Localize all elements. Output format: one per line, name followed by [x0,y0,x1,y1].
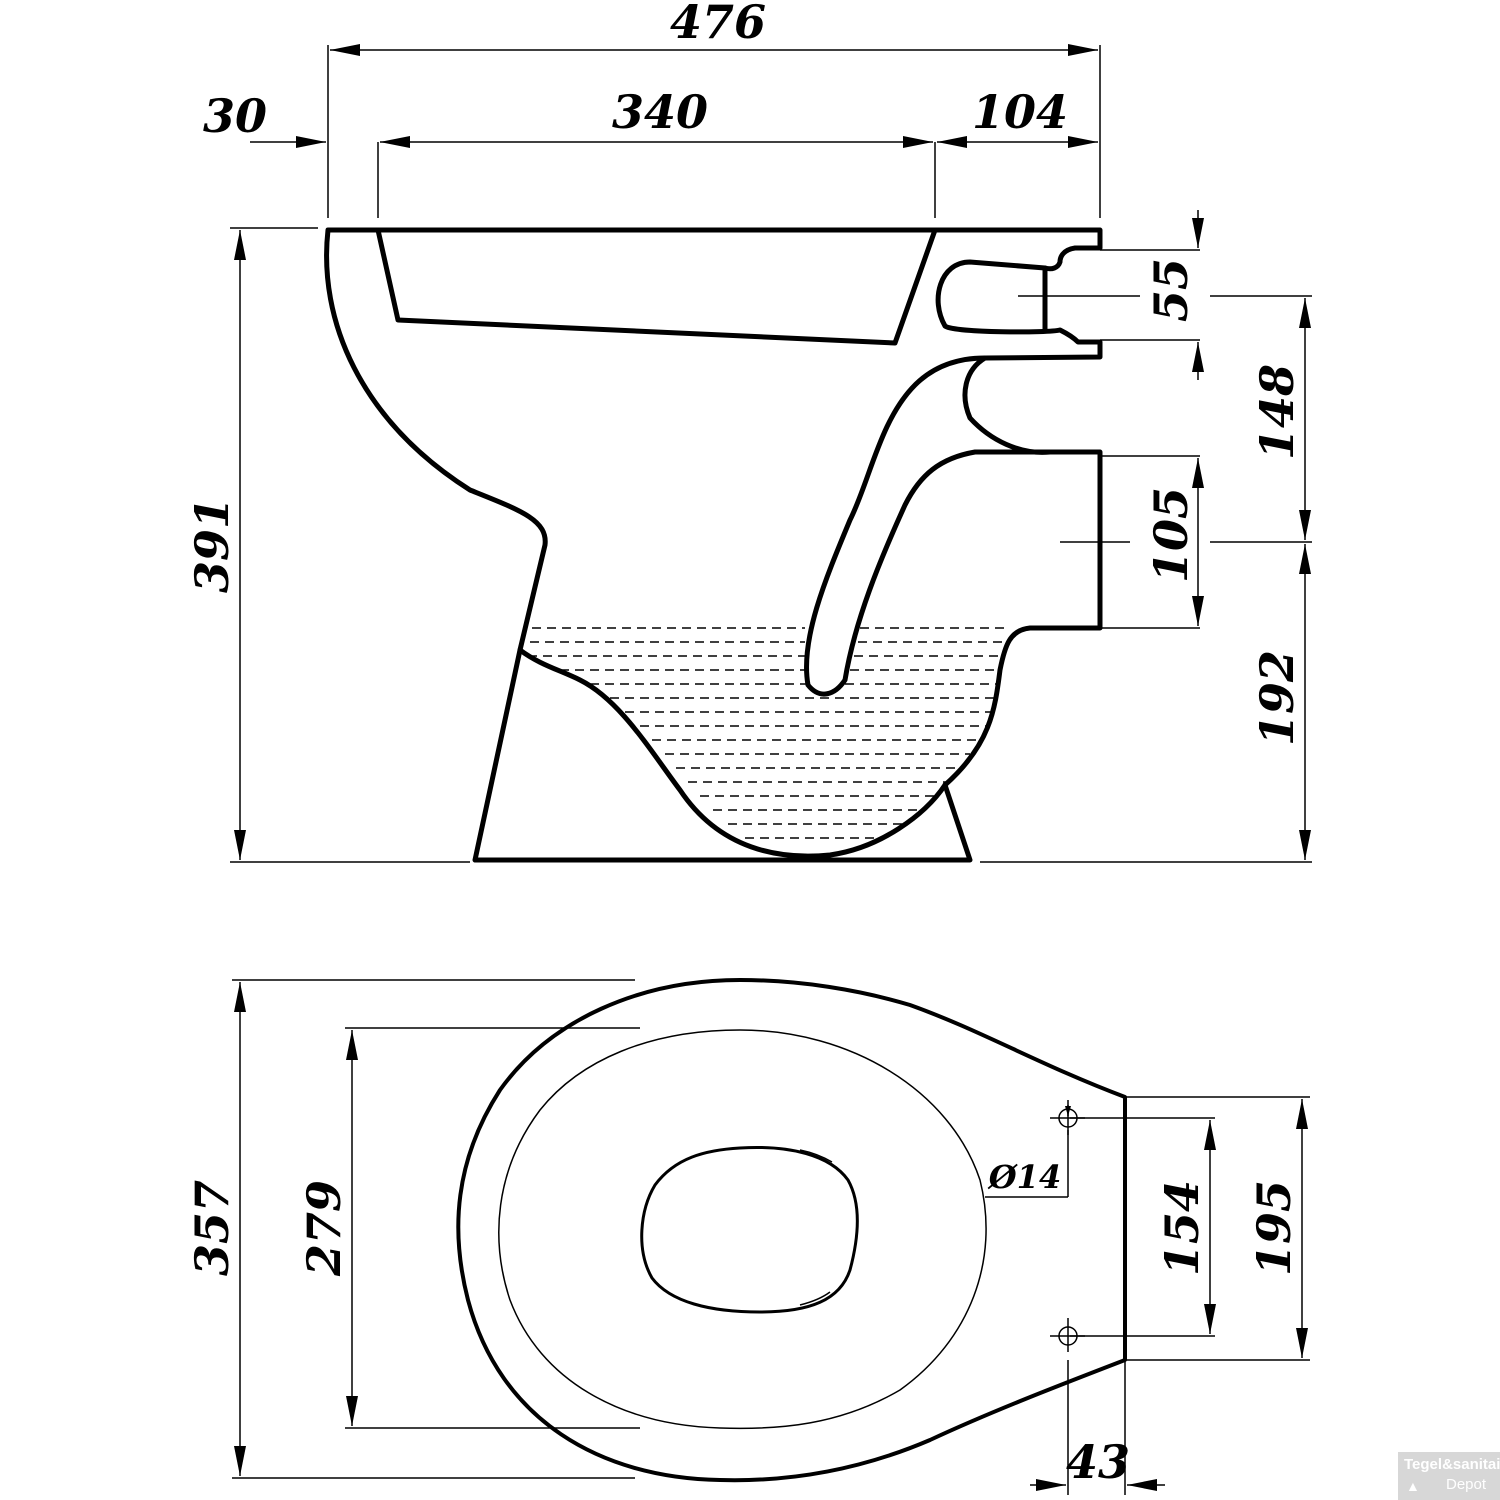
dim-154: 154 [1155,1180,1209,1276]
dim-hole-diameter: Ø14 [987,1158,1061,1196]
dim-30: 30 [203,89,267,143]
top-dimension-lines [234,982,1308,1491]
outer-rim [456,978,1127,1483]
dim-104: 104 [972,85,1068,139]
dim-55: 55 [1144,258,1198,322]
watermark-line1: Tegel&sanitair [1404,1456,1500,1473]
toilet-top-outline [456,978,1127,1483]
dim-391: 391 [185,497,239,593]
dim-105: 105 [1144,487,1198,583]
dim-340: 340 [612,85,708,139]
dim-192: 192 [1250,650,1304,746]
bolt-hole-top [1058,1108,1078,1128]
bowl-opening [640,1146,859,1314]
top-view: 357 279 Ø14 154 195 43 [185,978,1310,1495]
dim-43: 43 [1066,1435,1130,1489]
watermark-logo: Tegel&sanitair ▲ Depot [1398,1452,1500,1500]
extension-lines [230,45,1312,863]
dim-357: 357 [185,1180,239,1276]
top-extension-lines [232,979,1310,1495]
side-view: 476 30 340 104 391 55 148 105 192 [185,0,1312,863]
dimension-lines [234,44,1311,860]
dim-195: 195 [1247,1180,1301,1276]
drop-icon: ▲ [1406,1478,1420,1494]
dim-148: 148 [1250,364,1304,460]
inner-rim [498,1029,987,1430]
bolt-hole-bottom [1058,1326,1078,1346]
dim-279: 279 [297,1180,351,1277]
trap-hatching [528,627,1005,839]
dim-476: 476 [670,0,766,49]
toilet-side-outline [324,227,1103,863]
watermark-line2: Depot [1446,1476,1487,1493]
